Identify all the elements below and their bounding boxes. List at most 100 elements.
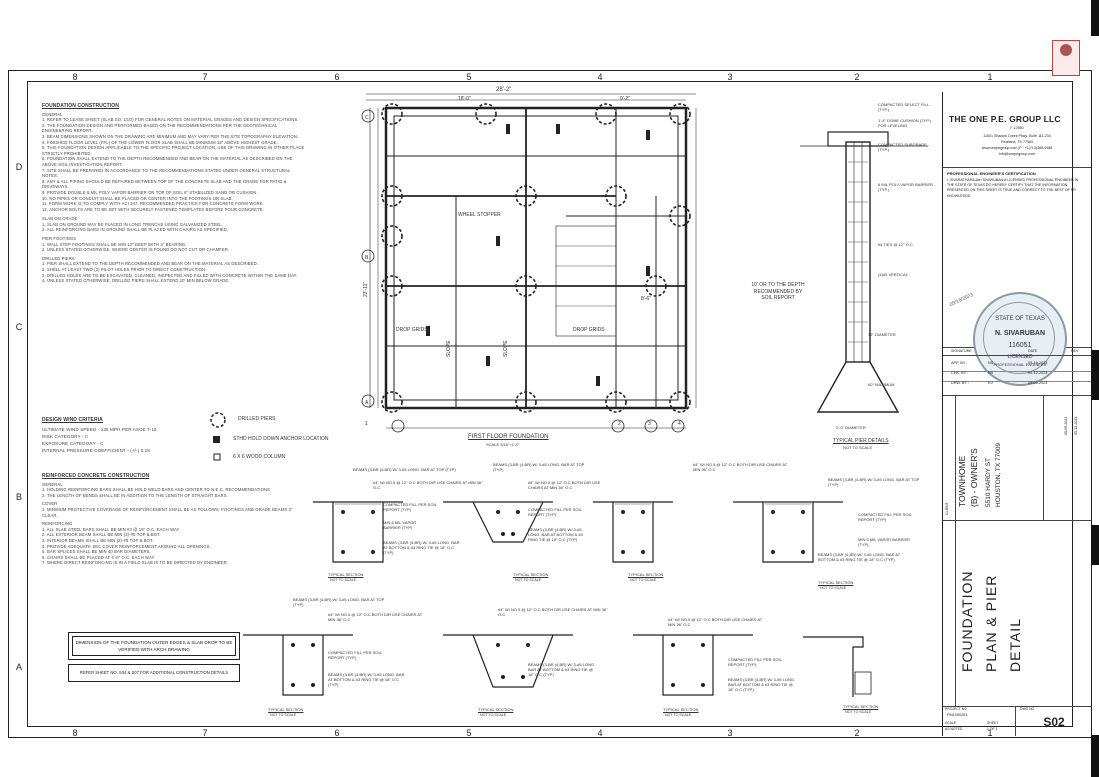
sheet-side [943, 520, 956, 706]
certification-block: PROFESSIONAL ENGINEER'S CERTIFICATION I,… [943, 167, 1091, 386]
edge-bar [1091, 0, 1099, 36]
stamp-icon [1052, 40, 1080, 76]
note-line: 6. CHAIRS SHALL BE PLACED AT 4'-0" O.C. … [42, 554, 156, 560]
engineer-seal: STATE OF TEXAS N. SIVARUBAN 116051 LICEN… [973, 292, 1067, 386]
note-line: REINFORCING [42, 521, 73, 527]
dwg-cell: DWG NO. S02 [1015, 706, 1092, 736]
note-line: 4. UNLESS STATED OTHERWISE, DRILLED PIER… [42, 278, 230, 284]
grid-col-label: 4 [597, 72, 603, 82]
seal-ring [983, 302, 1055, 374]
project-dates: 05-05-2023 05-12-2023 [1043, 395, 1092, 520]
sheet-title-block: FOUNDATION PLAN & PIER DETAIL [943, 520, 1091, 707]
seal-number: 116051 [1008, 342, 1032, 349]
revision-row: CHK. BY : NS 05-12-2023 [943, 371, 1091, 382]
dimension-note-box: DIMENSION OF THE FOUNDATION OUTER EDGES … [68, 632, 240, 660]
legend-label: DRILLED PIERS [238, 416, 276, 422]
rev-date: 05-16-2023 [1028, 361, 1048, 365]
section-scale: NOT TO SCALE [330, 578, 357, 582]
plan-grid-label: 4 [678, 421, 681, 427]
sheet-title-1: FOUNDATION [959, 570, 975, 672]
note-line: DRILLED PIERS [42, 255, 75, 261]
plan-row-label: A [365, 400, 369, 406]
note-line: 1. HOLDING REINFORCING BARS SHALL BE HOL… [42, 487, 271, 493]
section-note: COMPACTED FILL PER SOIL REPORT (TYP) [383, 502, 437, 512]
anchor-icon [213, 436, 220, 443]
company-address: 11601 Shadow Creek Pkwy. Suite 111-234 [983, 134, 1051, 138]
section-title: TYPICAL SECTION [328, 572, 364, 577]
company-web: www.onepegroup.com |P : +1(713)388-0088 [981, 146, 1053, 150]
project-owner-label: CLIENT [945, 502, 949, 515]
seal-name: N. SIVARUBAN [994, 330, 1046, 337]
plan-dim-mid: 8'-6" [641, 296, 651, 302]
reference-note-box: REFER SHEET NO. S04 & S07 FOR ADDITIONAL… [68, 664, 240, 682]
grid-col-label: 6 [334, 72, 340, 82]
section-scale: NOT TO SCALE [270, 713, 297, 717]
note-line: 10. NO PIPES OR CONDUIT SHALL BE PLACED … [42, 195, 233, 201]
note-line: 12. ANCHOR BOLTS ARE TO BE SET WITH SECU… [42, 206, 264, 212]
pier-label: 2'-0" DIAMETER [836, 425, 866, 430]
section-scale: NOT TO SCALE [845, 710, 872, 714]
note-line: 2. ALL EXTERIOR BEAM SHALL BE MIN (3)-#5… [42, 532, 161, 538]
section-note: BEAMS (3-BR (4-BR) W/ 3-#5 LONG. BAR AT … [353, 467, 456, 472]
note-line: SLAB ON GRADE [42, 216, 78, 222]
revision-row: DRW. BY : RJ 05-05-2023 [943, 381, 1091, 391]
pier-label: 12" DIAMETER [868, 332, 896, 337]
plan-grid-label: 1 [365, 421, 368, 427]
seal-role: PROFESSIONAL ENGINEER [993, 362, 1047, 367]
section-scale: NOT TO SCALE [820, 586, 847, 590]
revision-header: SIGNATURE DATE REV [943, 347, 1091, 356]
wind-criteria: DESIGN WIND CRITERIA ULTIMATE WIND SPEED… [42, 417, 192, 454]
section-note: BEAMS (3-BR (4-BR) W/ 3-#5 LONG. BAR AT … [528, 662, 596, 677]
project-date: 05-12-2023 [1074, 416, 1078, 435]
project-address-1: 5510 HARDY ST [985, 457, 992, 507]
project-address-2: HOUSTON, TX 77009 [995, 442, 1002, 507]
pier-label: 1'-4" DOME CUSHION (TYP.) FOR LEVELING [878, 118, 931, 128]
seal-state: STATE OF TEXAS [995, 316, 1045, 322]
sheet-label: SHEET [987, 721, 999, 725]
wind-line: EXPOSURE CATEGORY - C [42, 441, 104, 446]
note-line: PIER FOOTINGS [42, 236, 77, 242]
grid-row-label: D [15, 162, 23, 172]
grid-row-label: A [15, 662, 22, 672]
grid-col-label: 1 [987, 72, 993, 82]
sheet-of: 1 OF 1 [987, 727, 998, 731]
note-line: 3. DRILLED HOLES ARE TO BE EXCAVATED, CL… [42, 272, 298, 278]
pier-label: 6 MIL POLY-VAPOR BARRIER - (TYP.) [878, 182, 936, 192]
plan-grid-label: 2 [618, 421, 621, 427]
sheet-number: S02 [1043, 715, 1065, 729]
plan-label: DROP GRIDS [396, 327, 428, 333]
rev-by: RJ [988, 381, 993, 385]
certification-heading: PROFESSIONAL ENGINEER'S CERTIFICATION [947, 171, 1036, 176]
project-title-1: TOWNHOME [957, 455, 967, 507]
column-icon [213, 453, 221, 461]
plan-dim-top-right: 9'-2" [620, 96, 630, 102]
project-no: PM1000261 [947, 713, 968, 717]
project-title-2: (B) - OWNER'S [969, 448, 979, 507]
foundation-notes: FOUNDATION CONSTRUCTION GENERAL 1. REFER… [42, 103, 307, 284]
pier-detail-scale: NOT TO SCALE [843, 445, 873, 450]
note-line: 11. FORM WORK IS TO COMPLY WITH ACI 347,… [42, 201, 264, 207]
note-line: 7. WHERE DIRECT REINFORCING IS IN A FIEL… [42, 560, 229, 566]
section-note: BEAMS (3-BR (4-BR) W/ 3-#5 LONG. BAR AT … [528, 527, 583, 542]
section-scale: NOT TO SCALE [515, 578, 542, 582]
legend-symbols [210, 412, 226, 461]
section-note: BEAMS (3-BR (4-BR) W/ 3-#5 LONG. BAR AT … [383, 540, 460, 555]
note-line: GENERAL [42, 481, 63, 487]
grid-col-label: 7 [202, 728, 208, 738]
rev-label: DRW. BY : [951, 381, 970, 385]
pier-label: COMPACTED SELECT FILL - (TYP.) [878, 102, 932, 112]
section-title: TYPICAL SECTION [513, 572, 549, 577]
grid-columns-top: 7 6 5 4 3 2 8 1 [28, 72, 1072, 84]
plan-label: DROP GRIDS [573, 327, 605, 333]
grid-rows-left: D C B A [12, 82, 26, 726]
section-note: MIN 6 MIL VAPOR BARRIER (TYP) [383, 520, 417, 530]
section-title: TYPICAL SECTION [663, 707, 699, 712]
wind-heading: DESIGN WIND CRITERIA [42, 417, 103, 423]
note-line: COVER [42, 501, 58, 507]
note-line: 6. FOUNDATION SHALL EXTEND TO THE DEPTH … [42, 156, 293, 167]
plan-dim-top-left: 18'-0" [458, 96, 471, 102]
sheet-title-2: PLAN & PIER [983, 574, 999, 672]
reinforced-notes: REINFORCED CONCRETE CONSTRUCTION GENERAL… [42, 473, 307, 566]
section-details-row2 [243, 634, 872, 697]
section-title: TYPICAL SECTION [268, 707, 304, 712]
